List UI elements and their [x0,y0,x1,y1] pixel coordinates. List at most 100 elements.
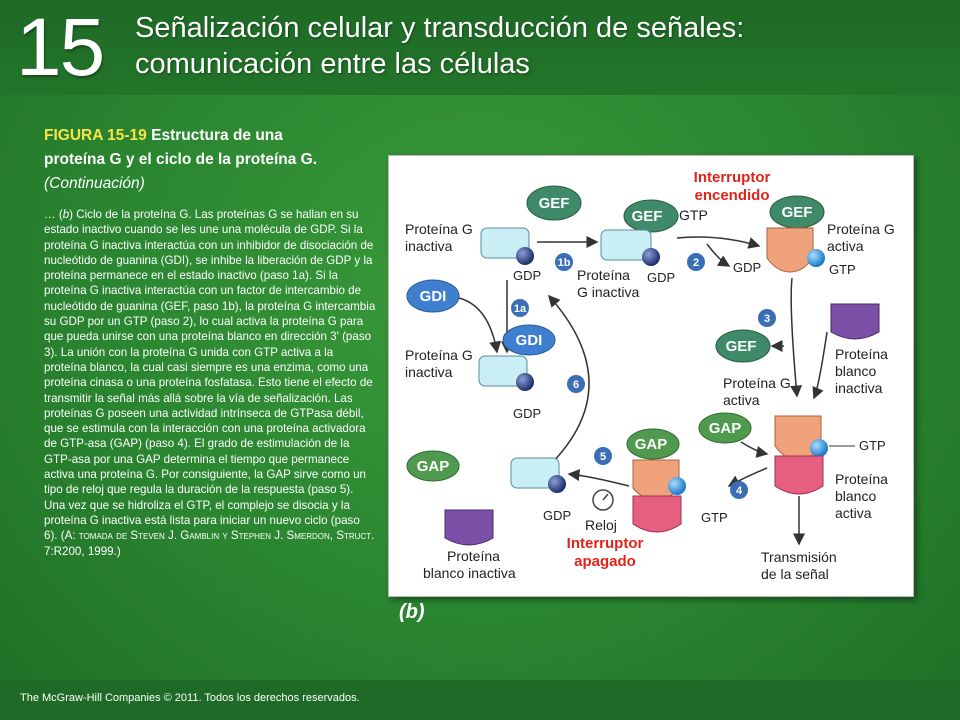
label-transmission-b: de la señal [761,566,829,582]
step-6-badge [567,375,585,393]
label-gdp-3: GDP [513,406,541,421]
gap-molecule-1 [698,412,752,444]
gdp-ball-4 [548,475,566,493]
label-g-inactive-1a: Proteína G [405,221,473,237]
label-g-inactive-3b: inactiva [405,364,453,380]
gdi-molecule-1 [406,279,460,313]
step-2-badge [687,253,705,271]
gap-label-2: GAP [635,436,668,453]
figure-title-a: Estructura de una [151,127,283,144]
label-target-inactive-c: inactiva [835,380,883,396]
source-citation: A: tomada de Steven J. Gamblin y Stephen… [64,529,375,543]
step-1a: 1a [514,303,527,315]
gap-molecule-3 [406,450,460,482]
label-g-active-1b: activa [827,238,864,254]
gdi-molecule-2 [502,324,556,356]
gef-label-4: GEF [726,338,757,355]
step-1b-badge [555,253,573,271]
step-3: 3 [764,313,770,325]
figure-label: FIGURA 15-19 [44,127,147,144]
target-protein-inactive-2 [444,509,494,546]
gap-molecule-2 [626,428,680,460]
switch-off-line2: apagado [574,553,636,570]
label-target-active-c: activa [835,505,872,521]
g-protein-inactive-4 [510,457,560,489]
label-gtp-3: GTP [701,510,728,525]
label-gtp-in: GTP [679,207,708,223]
step-5: 5 [600,451,606,463]
body-prefix: … ( [44,208,63,221]
target-protein-active-2 [632,495,682,533]
g-protein-inactive-1 [480,227,530,259]
slide-title-line1: Señalización celular y transducción de s… [135,12,745,44]
gap-label-3: GAP [417,458,450,475]
label-g-inactive-2b: G inactiva [577,284,639,300]
figure-caption-body: … (b) Ciclo de la proteína G. Las proteí… [44,207,376,559]
label-target-inactive-a: Proteína [835,346,888,362]
label-target-inactive-bottom-b: blanco inactiva [423,565,516,581]
body-text: ) Ciclo de la proteína G. Las proteínas … [44,208,376,543]
gef-label-1: GEF [539,195,570,212]
step-1a-badge [511,299,529,317]
gtp-ball-2 [810,439,828,457]
label-gdp-1: GDP [513,268,541,283]
g-protein-inactive-2 [600,229,652,261]
label-gdp-2: GDP [647,270,675,285]
switch-off-line1: Interruptor [567,535,644,552]
figure-caption-heading: FIGURA 15-19 Estructura de una proteína … [44,124,374,196]
label-g-inactive-1b: inactiva [405,238,453,254]
source-tail: 7:R200, 1999.) [44,544,121,558]
gdp-ball-1 [516,247,534,265]
copyright-text: The McGraw-Hill Companies © 2011. Todos … [20,692,360,704]
body-b: b [62,208,70,221]
gef-label-2: GEF [632,208,663,225]
slide-title-line2: comunicación entre las células [135,48,530,80]
slide-title: Señalización celular y transducción de s… [135,10,935,82]
step-2: 2 [693,257,699,269]
gef-molecule-2 [623,199,679,233]
gef-molecule-1 [526,185,582,221]
label-target-active-a: Proteína [835,471,888,487]
step-6: 6 [573,379,579,391]
label-target-inactive-b: blanco [835,363,876,379]
target-protein-inactive-1 [830,303,880,340]
label-gdp-4: GDP [543,508,571,523]
g-protein-cycle-diagram: Interruptor encendido Interruptor apagad… [405,169,895,582]
label-g-active-1a: Proteína G [827,221,895,237]
label-gtp-1: GTP [829,262,856,277]
g-protein-inactive-3 [478,355,528,387]
label-g-inactive-2a: Proteína [577,267,630,283]
gdi-label-1: GDI [420,288,447,305]
step-1b: 1b [558,257,571,269]
gdp-ball-2 [642,248,660,266]
chapter-number: 15 [16,2,105,93]
g-protein-active-1 [766,227,814,273]
switch-on-line2: encendido [694,187,769,204]
step-3-badge [758,309,776,327]
label-gtp-2: GTP [859,438,886,453]
switch-on-line1: Interruptor [694,169,771,186]
g-protein-cycle-figure: Interruptor encendido Interruptor apagad… [388,155,914,597]
step-5-badge [594,447,612,465]
gtp-ball-1 [807,249,825,267]
gef-molecule-4 [715,329,771,363]
label-g-inactive-3a: Proteína G [405,347,473,363]
footer-bar: The McGraw-Hill Companies © 2011. Todos … [0,680,960,720]
step-4-badge [730,481,748,499]
gef-label-3: GEF [782,204,813,221]
gap-label-1: GAP [709,420,742,437]
gdi-label-2: GDI [516,332,543,349]
label-gdp-out: GDP [733,260,761,275]
label-target-active-b: blanco [835,488,876,504]
continuation-label: (Continuación) [44,175,145,192]
label-g-active-2b: activa [723,392,760,408]
label-g-active-2a: Proteína G [723,375,791,391]
header-bar: 15 Señalización celular y transducción d… [0,0,960,95]
gtp-ball-3 [668,477,686,495]
target-protein-active-1 [774,455,824,495]
label-target-inactive-bottom-a: Proteína [447,548,500,564]
figure-panel-label: (b) [399,601,425,623]
gdp-ball-3 [516,373,534,391]
figure-title-b: proteína G y el ciclo de la proteína G. [44,151,318,168]
label-transmission-a: Transmisión [761,549,837,565]
